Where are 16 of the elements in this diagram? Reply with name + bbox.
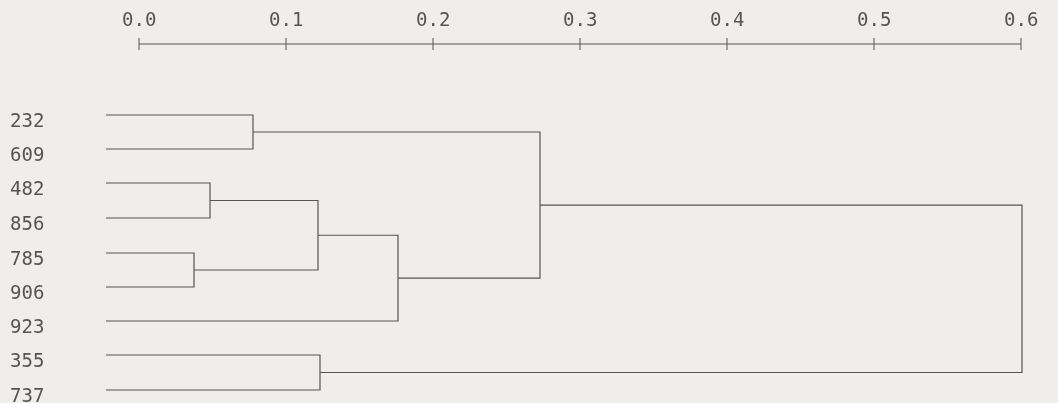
- leaf-label: 906: [10, 281, 45, 303]
- leaf-label: 923: [10, 315, 45, 337]
- leaf-label: 232: [10, 109, 45, 131]
- axis-tick-label: 0.3: [563, 8, 598, 30]
- axis-tick-label: 0.4: [710, 8, 745, 30]
- leaf-label: 482: [10, 177, 45, 199]
- leaf-label: 355: [10, 349, 45, 371]
- axis-tick-label: 0.6: [1004, 8, 1039, 30]
- leaf-label: 856: [10, 212, 45, 234]
- axis-tick-label: 0.1: [269, 8, 304, 30]
- leaf-label: 737: [10, 384, 45, 403]
- leaf-label: 609: [10, 143, 45, 165]
- axis-tick-label: 0.5: [857, 8, 892, 30]
- axis-tick-label: 0.2: [416, 8, 451, 30]
- leaf-label: 785: [10, 247, 45, 269]
- axis-tick-label: 0.0: [122, 8, 157, 30]
